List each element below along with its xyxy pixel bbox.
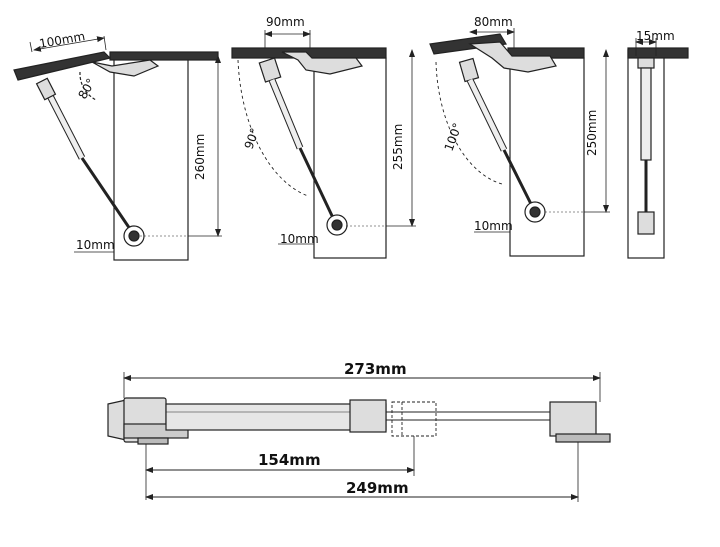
cabinet-panel xyxy=(509,57,585,257)
strut-cap xyxy=(458,57,480,83)
side-depth-label: 15mm xyxy=(636,29,675,43)
v90-angle-label: 90° xyxy=(242,126,262,151)
open-door xyxy=(13,51,112,81)
strut-cylinder xyxy=(165,403,387,431)
view-100-deg xyxy=(429,28,610,257)
strut-rod xyxy=(502,149,534,207)
v80-angle-label: 80° xyxy=(75,76,98,101)
strut-cap xyxy=(35,77,57,101)
right-mount xyxy=(549,401,597,437)
strut-rod xyxy=(80,157,134,233)
view-side xyxy=(627,38,689,259)
v100-height-label: 250mm xyxy=(585,110,599,156)
view-90-deg xyxy=(231,30,416,259)
v80-height-label: 260mm xyxy=(193,134,207,180)
v100-angle-label: 100° xyxy=(442,121,465,153)
v90-width-label: 90mm xyxy=(266,15,305,29)
strut-cap xyxy=(258,57,282,83)
gas-strut-drawing xyxy=(107,372,611,502)
cabinet-panel xyxy=(113,57,189,261)
hinge-bracket xyxy=(281,51,364,75)
v80-width-label: 100mm xyxy=(38,29,86,51)
v80-offset-label: 10mm xyxy=(76,238,115,252)
end-fitting xyxy=(637,211,655,235)
top-board xyxy=(109,51,219,61)
strut-body-length: 154mm xyxy=(258,451,321,469)
left-mount xyxy=(107,399,127,441)
hinge-bracket xyxy=(91,59,160,77)
hinge-bracket xyxy=(468,41,557,73)
strut-mount-length: 249mm xyxy=(346,479,409,497)
strut-rod xyxy=(298,147,336,221)
view-80-deg xyxy=(13,35,222,261)
strut-total-length: 273mm xyxy=(344,360,407,378)
v100-offset-label: 10mm xyxy=(474,219,513,233)
open-door xyxy=(429,33,507,55)
strut-body xyxy=(640,67,652,161)
top-board xyxy=(627,47,689,59)
v90-offset-label: 10mm xyxy=(280,232,319,246)
v100-width-label: 80mm xyxy=(474,15,513,29)
cabinet-panel xyxy=(313,57,387,259)
v90-height-label: 255mm xyxy=(391,124,405,170)
